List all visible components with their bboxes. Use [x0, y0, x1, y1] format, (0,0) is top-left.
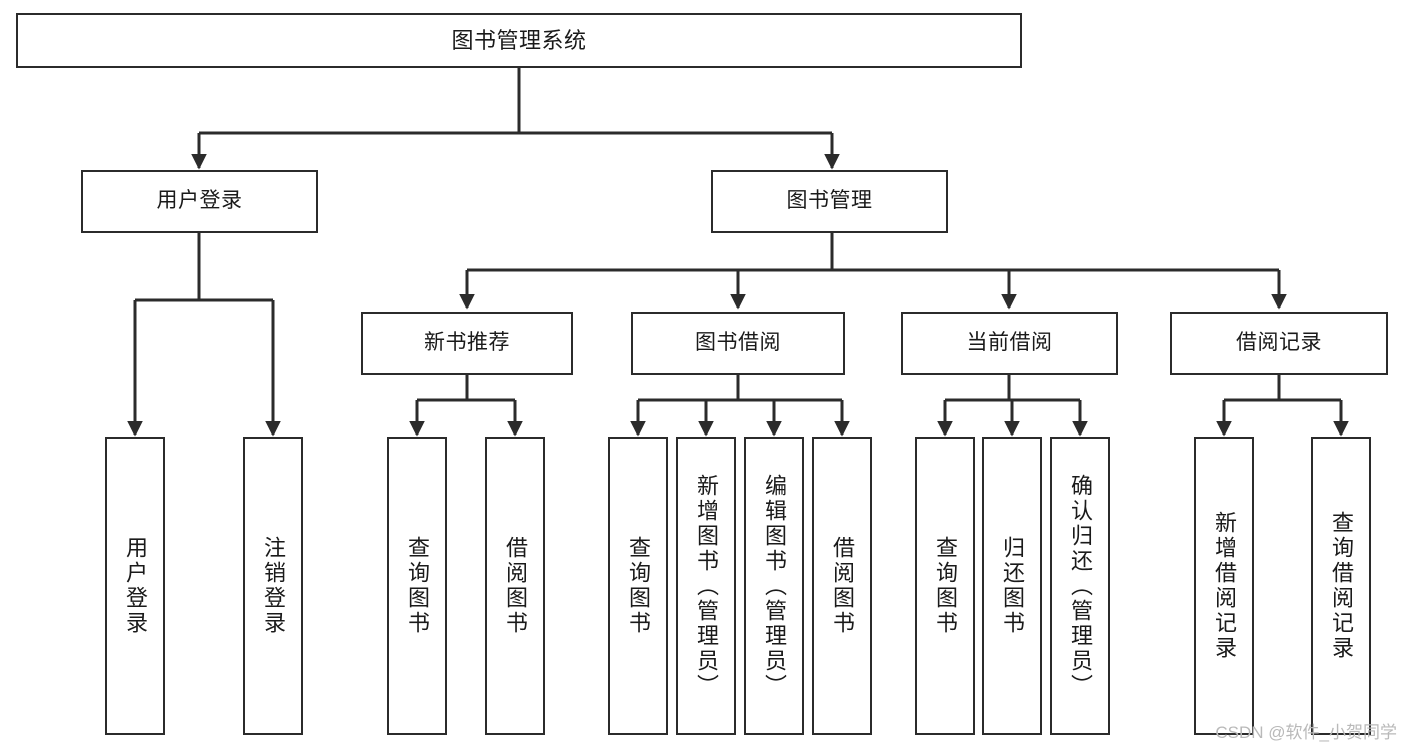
leaf-bb-query-book[interactable]: 查询图书: [608, 437, 668, 735]
leaf-bb-edit-book-label: 编辑图书（管理员）: [762, 473, 787, 699]
leaf-bb-borrow-book-label: 借阅图书: [830, 536, 855, 636]
leaf-rc-add-record-label: 新增借阅记录: [1212, 511, 1237, 661]
node-user-login[interactable]: 用户登录: [81, 170, 318, 233]
leaf-bb-edit-book[interactable]: 编辑图书（管理员）: [744, 437, 804, 735]
leaf-rc-add-record[interactable]: 新增借阅记录: [1194, 437, 1254, 735]
leaf-cb-return-book-label: 归还图书: [1000, 536, 1025, 636]
leaf-cb-query-book-label: 查询图书: [933, 536, 958, 636]
node-root-label: 图书管理系统: [451, 27, 587, 53]
node-new-book-recommend-label: 新书推荐: [424, 331, 510, 355]
node-new-book-recommend[interactable]: 新书推荐: [361, 312, 573, 375]
leaf-bb-add-book[interactable]: 新增图书（管理员）: [676, 437, 736, 735]
leaf-user-login-label: 用户登录: [123, 536, 148, 636]
leaf-nb-borrow-book-label: 借阅图书: [503, 536, 528, 636]
node-root[interactable]: 图书管理系统: [16, 13, 1022, 68]
leaf-logout[interactable]: 注销登录: [243, 437, 303, 735]
leaf-cb-query-book[interactable]: 查询图书: [915, 437, 975, 735]
leaf-cb-confirm-return-label: 确认归还（管理员）: [1068, 473, 1093, 699]
csdn-watermark: CSDN @软件_小贺同学: [1215, 723, 1397, 742]
node-borrow-records-label: 借阅记录: [1236, 331, 1322, 355]
node-user-login-label: 用户登录: [156, 189, 243, 213]
leaf-user-login[interactable]: 用户登录: [105, 437, 165, 735]
leaf-cb-return-book[interactable]: 归还图书: [982, 437, 1042, 735]
leaf-nb-query-book[interactable]: 查询图书: [387, 437, 447, 735]
leaf-cb-confirm-return[interactable]: 确认归还（管理员）: [1050, 437, 1110, 735]
node-book-borrow[interactable]: 图书借阅: [631, 312, 845, 375]
node-current-borrow[interactable]: 当前借阅: [901, 312, 1118, 375]
node-book-borrow-label: 图书借阅: [695, 331, 781, 355]
leaf-logout-label: 注销登录: [261, 536, 286, 636]
leaf-nb-query-book-label: 查询图书: [405, 536, 430, 636]
leaf-bb-query-book-label: 查询图书: [626, 536, 651, 636]
leaf-bb-add-book-label: 新增图书（管理员）: [694, 473, 719, 699]
node-book-management[interactable]: 图书管理: [711, 170, 948, 233]
leaf-rc-query-record-label: 查询借阅记录: [1329, 511, 1354, 661]
leaf-nb-borrow-book[interactable]: 借阅图书: [485, 437, 545, 735]
leaf-rc-query-record[interactable]: 查询借阅记录: [1311, 437, 1371, 735]
leaf-bb-borrow-book[interactable]: 借阅图书: [812, 437, 872, 735]
node-borrow-records[interactable]: 借阅记录: [1170, 312, 1388, 375]
node-book-management-label: 图书管理: [786, 189, 873, 213]
node-current-borrow-label: 当前借阅: [966, 331, 1053, 355]
